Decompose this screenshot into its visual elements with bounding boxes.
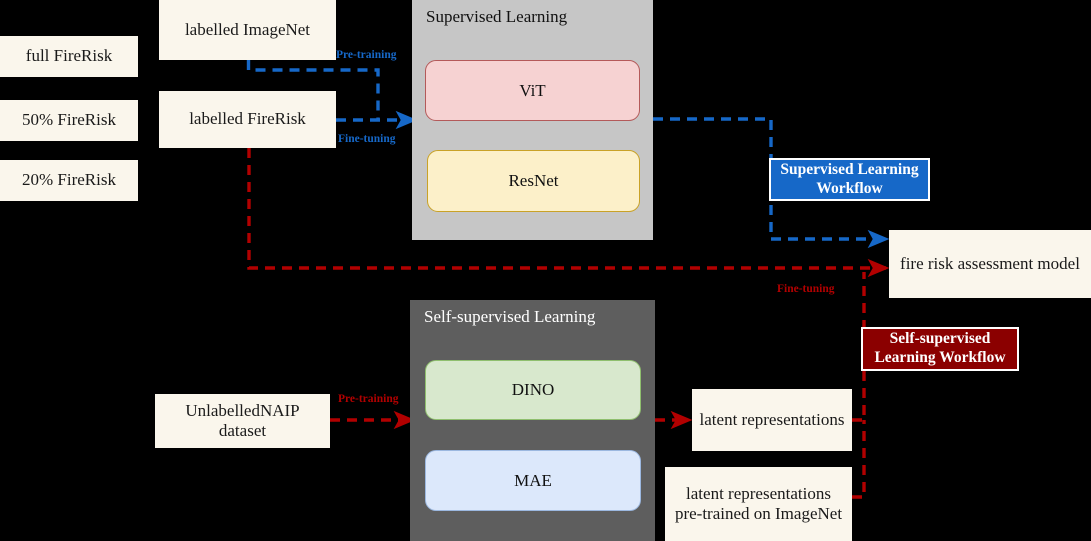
self-supervised-learning-panel-title: Self-supervised Learning bbox=[424, 307, 596, 326]
model-resnet-label: ResNet bbox=[508, 171, 559, 190]
legend-self-supervised-workflow-label: Self-supervised Learning Workflow bbox=[874, 330, 1006, 366]
output-latent-representations-imagenet-label: latent representations pre-trained on Im… bbox=[674, 483, 843, 523]
model-mae-label: MAE bbox=[514, 470, 552, 490]
model-dino-label: DINO bbox=[511, 380, 555, 399]
model-vit-label: ViT bbox=[519, 80, 546, 100]
legend-self-supervised-workflow[interactable]: Self-supervised Learning Workflow bbox=[861, 327, 1019, 371]
edge-label-fine-tuning-red: Fine-tuning bbox=[777, 283, 835, 295]
legend-supervised-workflow-label: Supervised Learning Workflow bbox=[780, 160, 919, 197]
dataset-labelled-imagenet-label: labelled ImageNet bbox=[184, 19, 311, 39]
dataset-50-firerisk[interactable]: 50% FireRisk bbox=[0, 100, 138, 141]
model-mae[interactable]: MAE bbox=[425, 450, 641, 511]
dataset-20-firerisk[interactable]: 20% FireRisk bbox=[0, 160, 138, 201]
edge-label-pre-training-blue: Pre-training bbox=[336, 49, 397, 61]
output-latent-representations-label: latent representations bbox=[699, 409, 845, 429]
legend-supervised-workflow[interactable]: Supervised Learning Workflow bbox=[769, 158, 930, 201]
output-fire-risk-model-label: fire risk assessment model bbox=[900, 253, 1080, 273]
output-latent-representations-imagenet[interactable]: latent representations pre-trained on Im… bbox=[665, 467, 852, 541]
dataset-unlabelled-naip[interactable]: UnlabelledNAIP dataset bbox=[155, 394, 330, 448]
dataset-full-firerisk[interactable]: full FireRisk bbox=[0, 36, 138, 77]
output-latent-representations[interactable]: latent representations bbox=[692, 389, 852, 451]
dataset-labelled-firerisk-label: labelled FireRisk bbox=[189, 109, 306, 129]
supervised-learning-panel-title: Supervised Learning bbox=[426, 7, 568, 26]
edge-latent-imagenet-to-model bbox=[852, 420, 866, 499]
model-dino[interactable]: DINO bbox=[425, 360, 641, 420]
model-vit[interactable]: ViT bbox=[425, 60, 640, 121]
edge-label-fine-tuning-blue: Fine-tuning bbox=[338, 133, 396, 145]
dataset-full-firerisk-label: full FireRisk bbox=[25, 46, 113, 66]
dataset-labelled-imagenet[interactable]: labelled ImageNet bbox=[159, 0, 336, 60]
dataset-unlabelled-naip-label: UnlabelledNAIP dataset bbox=[185, 400, 300, 440]
dataset-50-firerisk-label: 50% FireRisk bbox=[22, 110, 116, 130]
dataset-20-firerisk-label: 20% FireRisk bbox=[22, 170, 116, 190]
dataset-labelled-firerisk[interactable]: labelled FireRisk bbox=[159, 91, 336, 148]
model-resnet[interactable]: ResNet bbox=[427, 150, 640, 212]
edge-label-pre-training-red: Pre-training bbox=[338, 393, 399, 405]
output-fire-risk-model[interactable]: fire risk assessment model bbox=[889, 230, 1091, 298]
